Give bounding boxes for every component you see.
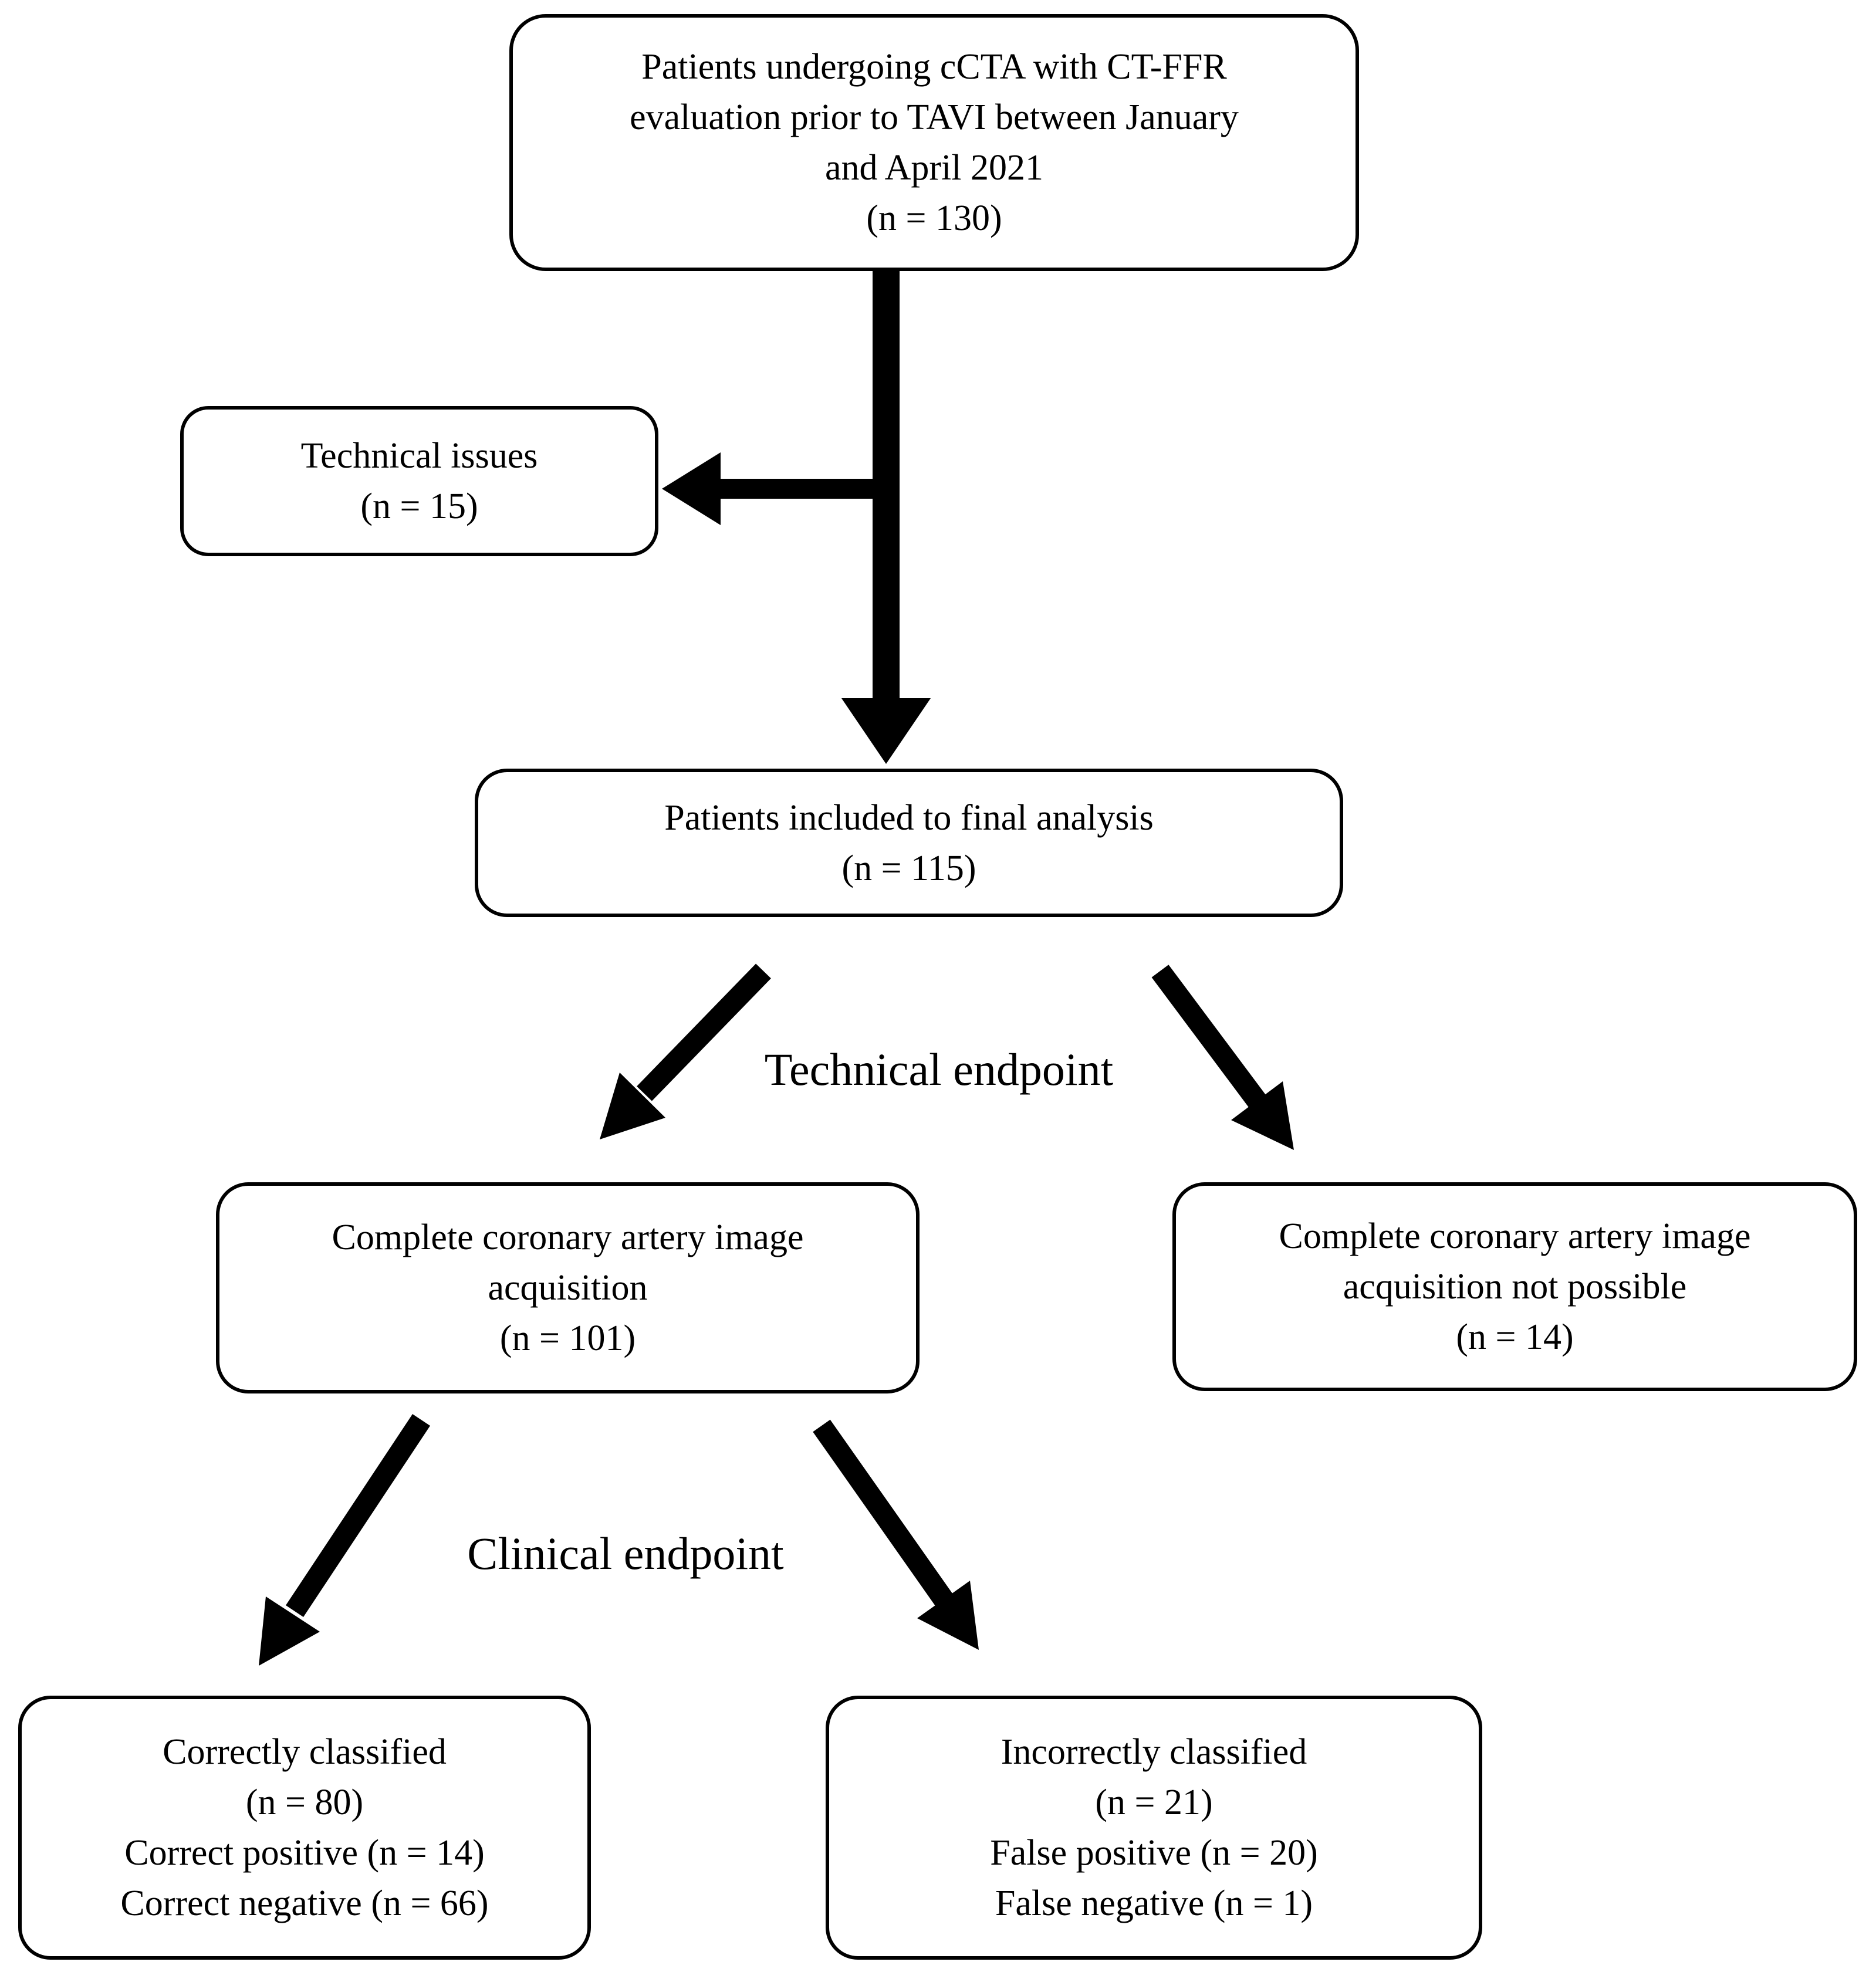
correctly-classified-box: Correctly classified (n = 80) Correct po… [18,1696,591,1960]
incorrectly-classified-box: Incorrectly classified (n = 21) False po… [826,1696,1482,1960]
arrow-complete-to-correctly-classified [259,1414,431,1666]
final-analysis-box-text: Patients included to final analysis (n =… [664,797,1154,888]
clinical-endpoint-label: Clinical endpoint [467,1528,784,1579]
enrollment-box-text: Patients undergoing cCTA with CT-FFR eva… [630,47,1239,238]
complete-acquisition-box: Complete coronary artery image acquisiti… [216,1182,920,1393]
arrow-complete-to-incorrectly-classified [813,1419,979,1650]
arrow-enrollment-to-final-analysis [841,270,931,764]
arrow-final-to-acquisition-not-possible [1151,965,1294,1150]
incorrectly-classified-box-text: Incorrectly classified (n = 21) False po… [990,1732,1318,1923]
acquisition-not-possible-box: Complete coronary artery image acquisiti… [1172,1182,1857,1391]
technical-issues-box: Technical issues (n = 15) [180,406,658,556]
enrollment-box: Patients undergoing cCTA with CT-FFR eva… [509,14,1359,271]
final-analysis-box: Patients included to final analysis (n =… [475,769,1343,917]
complete-acquisition-box-text: Complete coronary artery image acquisiti… [332,1217,804,1358]
technical-issues-box-text: Technical issues (n = 15) [300,436,538,526]
arrow-to-technical-issues [662,452,898,525]
arrow-final-to-complete-acquisition [600,963,771,1139]
acquisition-not-possible-box-text: Complete coronary artery image acquisiti… [1279,1216,1751,1357]
technical-endpoint-label: Technical endpoint [764,1044,1114,1095]
correctly-classified-box-text: Correctly classified (n = 80) Correct po… [120,1732,489,1923]
